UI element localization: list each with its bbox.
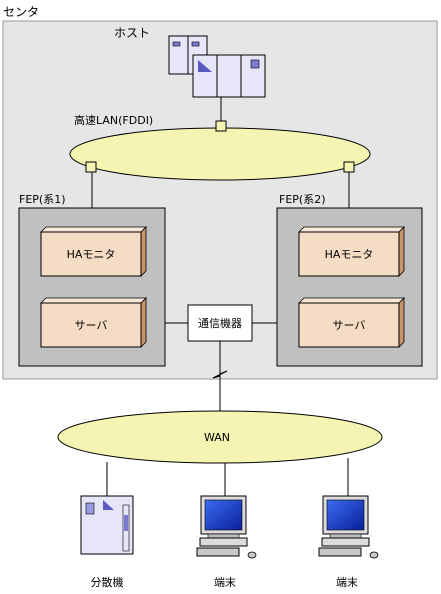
fep1-server: サーバ	[40, 297, 147, 348]
terminal-2-label: 端末	[214, 575, 236, 589]
host-label: ホスト	[114, 26, 150, 40]
lan-label: 高速LAN(FDDI)	[74, 113, 153, 127]
distributed-machine-icon	[80, 495, 134, 555]
fep2-server: サーバ	[298, 297, 405, 348]
fep2-ha-label: HAモニタ	[325, 248, 374, 261]
terminal-pc-icon	[318, 495, 379, 559]
terminal-3-label: 端末	[336, 575, 358, 589]
wan-link	[212, 341, 228, 414]
fep1-label: FEP(系1)	[19, 193, 66, 206]
center-label: センタ	[3, 5, 39, 19]
fep2-server-label: サーバ	[333, 319, 366, 332]
host-lan-connector	[215, 120, 227, 132]
fep1-lan-connector	[85, 161, 97, 173]
fep1-server-label: サーバ	[75, 319, 108, 332]
fep2-box: HAモニタ サーバ	[276, 207, 423, 367]
fep1-ha-monitor: HAモニタ	[40, 226, 147, 277]
fep1-ha-label: HAモニタ	[67, 248, 116, 261]
host-computer-icon	[168, 35, 266, 98]
wan-ellipse	[57, 410, 383, 464]
fep2-lan-connector	[343, 161, 355, 173]
terminal-1-label: 分散機	[91, 575, 124, 589]
fep2-ha-monitor: HAモニタ	[298, 226, 405, 277]
lan-ellipse	[69, 127, 371, 181]
fep2-label: FEP(系2)	[279, 193, 326, 206]
terminal-pc-icon	[196, 495, 257, 559]
fep1-box: HAモニタ サーバ	[18, 207, 166, 367]
comm-device-label: 通信機器	[198, 316, 242, 330]
wan-label: WAN	[204, 431, 230, 444]
